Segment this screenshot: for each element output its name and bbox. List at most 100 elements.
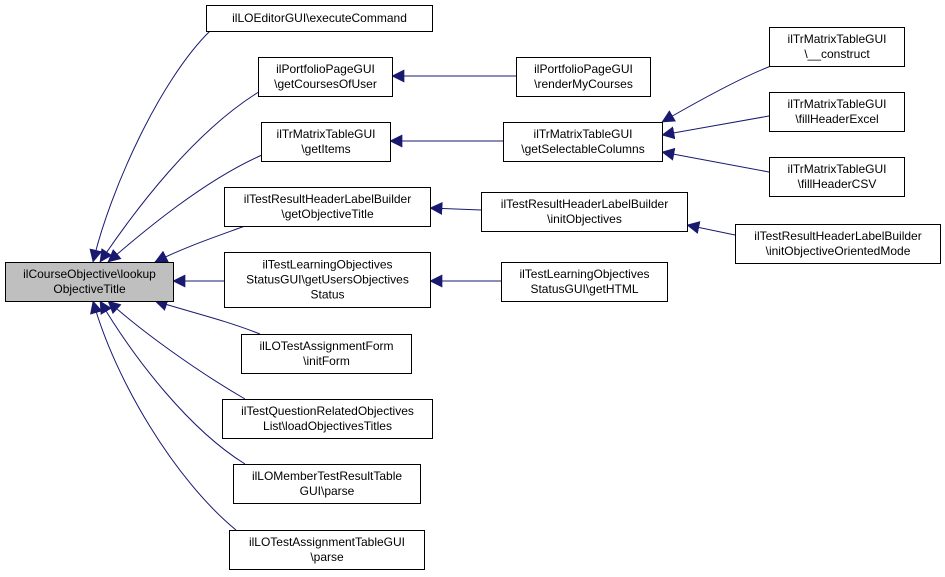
edge-arrow [686, 221, 736, 236]
edge-arrow [107, 154, 263, 263]
node-n_exec[interactable]: ilLOEditorGUI\executeCommand [206, 5, 433, 32]
node-label-line: ilTestResultHeaderLabelBuilder [754, 229, 921, 243]
node-label-line: StatusGUI\getHTML [530, 282, 638, 296]
node-box [769, 92, 905, 132]
edge-arrow [99, 89, 263, 263]
edge-n_exec-to-root [89, 30, 211, 263]
node-label-line: ilTrMatrixTableGUI [788, 97, 887, 111]
node-box [258, 57, 393, 97]
node-n_trh_getobj[interactable]: ilTestResultHeaderLabelBuilder\getObject… [224, 187, 431, 227]
node-label-line: \initForm [303, 354, 350, 368]
node-n_tr_csv[interactable]: ilTrMatrixTableGUI\fillHeaderCSV [769, 157, 905, 197]
node-box [206, 5, 433, 32]
node-n_trh_initmode[interactable]: ilTestResultHeaderLabelBuilder\initObjec… [735, 224, 941, 264]
node-label-line: Status [310, 288, 344, 302]
edge-arrow [429, 201, 482, 215]
edge-arrow [89, 30, 211, 263]
node-label-line: \fillHeaderCSV [798, 177, 877, 191]
node-box [503, 122, 663, 162]
node-box [501, 262, 668, 302]
node-label-line: \getObjectiveTitle [281, 207, 374, 221]
node-label-line: \__construct [804, 47, 870, 61]
edge-n_lotat-to-root [90, 300, 237, 531]
edge-arrow [154, 298, 261, 335]
node-label-line: ilTrMatrixTableGUI [534, 127, 633, 141]
node-label-line: ilPortfolioPageGUI [276, 62, 375, 76]
nodes: ilCourseObjective\lookupObjectiveTitleil… [5, 5, 941, 570]
node-label-line: ilLOEditorGUI\executeCommand [232, 11, 407, 25]
edge-n_lota_form-to-root [154, 298, 261, 335]
edge-n_tqro-to-root [107, 300, 246, 400]
node-label-line: \renderMyCourses [534, 77, 633, 91]
edge-arrow [154, 225, 246, 263]
node-n_tqro[interactable]: ilTestQuestionRelatedObjectivesList\load… [222, 399, 433, 439]
node-label-line: GUI\parse [300, 484, 355, 498]
node-box [735, 224, 941, 264]
node-box [224, 187, 431, 227]
edge-n_tr_construct-to-n_tr_selcols [661, 65, 772, 123]
edge-n_trh_initmode-to-n_trh_initobj [686, 221, 736, 236]
edge-n_port-to-root [99, 89, 263, 263]
node-label-line: \getSelectableColumns [521, 142, 644, 156]
edge-arrow [661, 65, 772, 123]
edges [89, 30, 772, 531]
node-label-line: ilTrMatrixTableGUI [788, 32, 887, 46]
node-box [261, 122, 391, 162]
node-label-line: \getCoursesOfUser [274, 77, 377, 91]
node-box [233, 464, 421, 504]
node-label-line: ilTestQuestionRelatedObjectives [241, 404, 414, 418]
node-label-line: \initObjectives [547, 212, 622, 226]
node-n_tlo_status[interactable]: ilTestLearningObjectivesStatusGUI\getUse… [224, 252, 431, 308]
node-n_tr_excel[interactable]: ilTrMatrixTableGUI\fillHeaderExcel [769, 92, 905, 132]
edge-n_tr_csv-to-n_tr_selcols [661, 147, 770, 173]
node-n_tr_construct[interactable]: ilTrMatrixTableGUI\__construct [769, 27, 905, 67]
node-label-line: \getItems [301, 142, 350, 156]
node-label-line: ilCourseObjective\lookup [23, 267, 156, 281]
node-label-line: List\loadObjectivesTitles [263, 419, 392, 433]
node-n_port_render[interactable]: ilPortfolioPageGUI\renderMyCourses [516, 57, 651, 97]
node-label-line: ilTrMatrixTableGUI [788, 162, 887, 176]
node-box [241, 334, 412, 374]
node-n_lota_form[interactable]: ilLOTestAssignmentForm\initForm [241, 334, 412, 374]
node-n_port[interactable]: ilPortfolioPageGUI\getCoursesOfUser [258, 57, 393, 97]
node-label-line: ilLOTestAssignmentForm [259, 339, 393, 353]
edge-n_lomtr-to-root [99, 300, 246, 465]
node-box [224, 252, 431, 308]
node-n_trh_initobj[interactable]: ilTestResultHeaderLabelBuilder\initObjec… [481, 192, 688, 232]
edge-n_tr_excel-to-n_tr_selcols [661, 115, 770, 140]
node-n_tlo_html[interactable]: ilTestLearningObjectivesStatusGUI\getHTM… [501, 262, 668, 302]
node-label-line: ilTestResultHeaderLabelBuilder [244, 192, 411, 206]
edge-arrow [107, 300, 246, 400]
node-label-line: ObjectiveTitle [53, 282, 126, 296]
focus-node-box [5, 262, 174, 302]
node-label-line: ilLOTestAssignmentTableGUI [249, 535, 405, 549]
node-box [229, 530, 425, 570]
edge-arrow [90, 300, 237, 531]
node-label-line: ilTrMatrixTableGUI [277, 127, 376, 141]
node-label-line: ilPortfolioPageGUI [534, 62, 633, 76]
node-box [769, 27, 905, 67]
node-n_lotat[interactable]: ilLOTestAssignmentTableGUI\parse [229, 530, 425, 570]
edge-arrow [661, 115, 770, 140]
node-box [481, 192, 688, 232]
edge-arrow [99, 300, 246, 465]
node-n_tr_items[interactable]: ilTrMatrixTableGUI\getItems [261, 122, 391, 162]
node-label-line: \parse [310, 550, 344, 564]
edge-arrow [661, 147, 770, 173]
node-n_tr_selcols[interactable]: ilTrMatrixTableGUI\getSelectableColumns [503, 122, 663, 162]
node-label-line: StatusGUI\getUsersObjectives [246, 273, 409, 287]
edge-n_trh_initobj-to-n_trh_getobj [429, 201, 482, 215]
node-box [769, 157, 905, 197]
node-box [516, 57, 651, 97]
node-label-line: \initObjectiveOrientedMode [766, 244, 911, 258]
node-label-line: \fillHeaderExcel [795, 112, 878, 126]
node-label-line: ilLOMemberTestResultTable [252, 469, 402, 483]
node-box [222, 399, 433, 439]
edge-n_trh_getobj-to-root [154, 225, 246, 263]
edge-n_tr_items-to-root [107, 154, 263, 263]
node-label-line: ilTestLearningObjectives [519, 267, 649, 281]
node-label-line: ilTestResultHeaderLabelBuilder [501, 197, 668, 211]
